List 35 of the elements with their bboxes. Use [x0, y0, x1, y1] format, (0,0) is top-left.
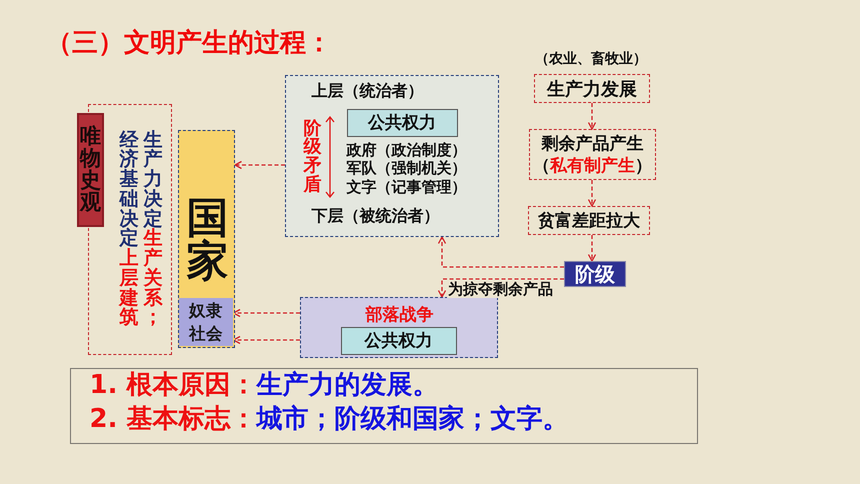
box-text: （私有制产生） [533, 154, 652, 176]
note-line: 2. 基本标志：城市；阶级和国家；文字。 [90, 404, 569, 434]
box-text: 剩余产品产生 [542, 132, 644, 154]
list-item: 文字（记事管理） [346, 178, 466, 196]
group-box [300, 297, 498, 358]
label-box: 奴隶社会 [179, 298, 233, 346]
title: （三）文明产生的过程： [46, 28, 332, 60]
edge-label: 为掠夺剩余产品 [447, 281, 554, 298]
note-line: 1. 根本原因：生产力的发展。 [90, 370, 439, 400]
process-box: 生产力发展 [534, 74, 650, 103]
heading-text: 部落战争 [366, 306, 434, 326]
label-box: 公共权力 [340, 326, 456, 354]
vertical-text: 经济基础决定上层建筑 [118, 130, 140, 328]
vertical-text: 生产力决定生产关系； [142, 130, 164, 328]
group-box [178, 130, 235, 348]
arrow [588, 103, 596, 130]
group-box [285, 75, 499, 237]
arrow [234, 160, 285, 170]
note-text: （农业、畜牧业） [535, 51, 647, 68]
heading-text: 上层（统治者） [312, 82, 424, 100]
arrow [588, 235, 596, 262]
arrow [438, 278, 564, 298]
note-box [70, 368, 698, 444]
heading-text: 下层（被统治者） [312, 206, 440, 225]
arrow [588, 180, 596, 207]
vertical-text: 阶级矛盾 [302, 120, 322, 194]
label-box: 公共权力 [346, 108, 458, 136]
process-box: 贫富差距拉大 [528, 206, 650, 235]
vertical-text: 国家 [186, 196, 230, 283]
list-item: 军队（强制机关） [346, 160, 466, 177]
list-item: 政府（政治制度） [346, 142, 466, 159]
seal-label: 唯物史观 [77, 113, 104, 227]
arrow [438, 236, 564, 268]
process-box [529, 129, 656, 180]
label-box: 阶级 [564, 261, 626, 287]
